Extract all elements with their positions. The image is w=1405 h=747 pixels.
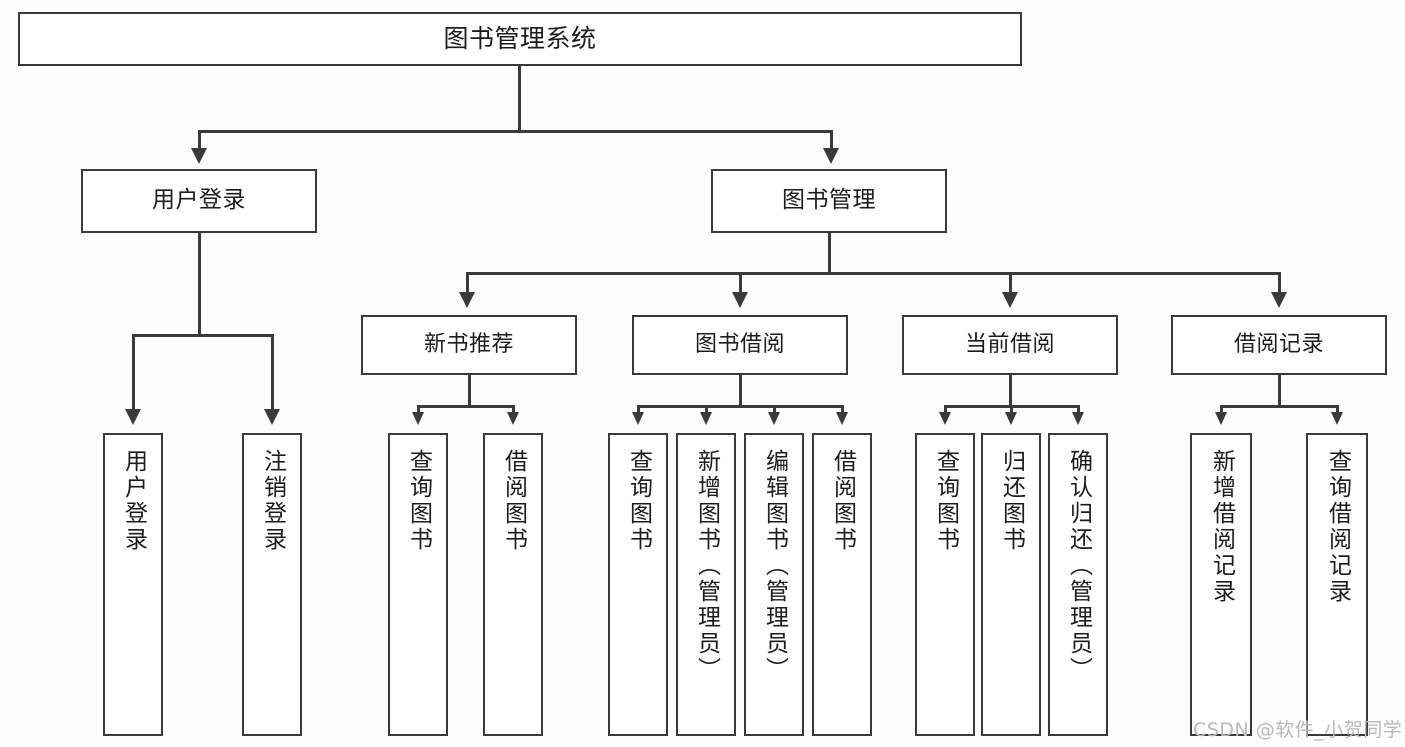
leaf-book-borrow-edit[interactable]: 编辑图书（管理员） [744,433,804,736]
connector-root-bus [198,130,832,133]
node-label: 当前借阅 [964,332,1055,358]
node-label: 新增图书（管理员） [693,449,720,683]
connector-current-borrow-drop-2 [1010,405,1013,413]
arrowhead-root-to-book-mgmt [823,148,839,164]
connector-root-stem [518,66,521,131]
connector-book-mgmt-drop-1 [466,272,469,293]
leaf-borrow-record-add[interactable]: 新增借阅记录 [1190,433,1252,736]
connector-borrow-record-drop-1 [1220,405,1223,413]
node-label: 图书借阅 [694,332,785,358]
arrowhead-book-borrow-child-3 [768,412,780,425]
arrowhead-current-borrow-child-1 [939,412,951,425]
node-label: 查询借阅记录 [1324,449,1351,605]
arrowhead-book-mgmt-child-2 [732,292,748,308]
connector-book-mgmt-stem [828,233,831,273]
node-user-login[interactable]: 用户登录 [81,169,317,233]
node-label: 借阅图书 [829,449,856,553]
leaf-book-borrow-query[interactable]: 查询图书 [608,433,668,736]
connector-root-to-book-mgmt [830,130,833,149]
connector-book-mgmt-bus [466,272,1280,275]
leaf-current-borrow-return[interactable]: 归还图书 [981,433,1041,736]
connector-new-book-stem [468,375,471,406]
node-label: 注销登录 [259,449,286,553]
connector-book-mgmt-drop-2 [739,272,742,293]
arrowhead-new-book-child-1 [412,412,424,425]
watermark-csdn: CSDN @软件_小贺同学 [1193,719,1403,741]
connector-borrow-record-stem [1278,375,1281,406]
arrowhead-book-borrow-child-2 [700,412,712,425]
connector-borrow-record-drop-2 [1336,405,1339,413]
connector-user-login-drop-1 [132,334,135,410]
arrowhead-book-mgmt-child-4 [1271,292,1287,308]
connector-book-borrow-drop-3 [773,405,776,413]
leaf-user-login-logout[interactable]: 注销登录 [242,433,302,736]
leaf-book-borrow-borrow[interactable]: 借阅图书 [812,433,872,736]
leaf-new-book-borrow[interactable]: 借阅图书 [483,433,543,736]
node-label: 查询图书 [932,449,959,553]
arrowhead-book-borrow-child-1 [632,412,644,425]
node-label: 用户登录 [152,187,246,214]
connector-book-borrow-drop-4 [841,405,844,413]
node-borrow-record[interactable]: 借阅记录 [1171,315,1387,375]
node-label: 图书管理系统 [443,24,597,54]
arrowhead-borrow-record-child-2 [1331,412,1343,425]
node-book-management[interactable]: 图书管理 [711,169,947,233]
arrowhead-borrow-record-child-1 [1215,412,1227,425]
connector-new-book-drop-1 [417,405,420,413]
node-label: 编辑图书（管理员） [761,449,788,683]
arrowhead-book-mgmt-child-1 [459,292,475,308]
connector-current-borrow-stem [1009,375,1012,406]
arrowhead-root-to-user-login [191,148,207,164]
node-label: 新增借阅记录 [1208,449,1235,605]
connector-book-borrow-stem [739,375,742,406]
leaf-current-borrow-confirm[interactable]: 确认归还（管理员） [1048,433,1108,736]
node-label: 归还图书 [998,449,1025,553]
connector-user-login-bus [133,334,273,337]
node-label: 确认归还（管理员） [1065,449,1092,683]
connector-root-to-user-login [198,130,201,149]
connector-book-mgmt-drop-4 [1278,272,1281,293]
node-book-borrow[interactable]: 图书借阅 [632,315,848,375]
leaf-new-book-query[interactable]: 查询图书 [388,433,448,736]
node-current-borrow[interactable]: 当前借阅 [902,315,1118,375]
node-label: 查询图书 [625,449,652,553]
connector-book-mgmt-drop-3 [1009,272,1012,293]
node-new-book-recommend[interactable]: 新书推荐 [361,315,577,375]
node-label: 借阅图书 [500,449,527,553]
arrowhead-current-borrow-child-2 [1005,412,1017,425]
leaf-user-login-login[interactable]: 用户登录 [103,433,163,736]
connector-user-login-drop-2 [271,334,274,410]
arrowhead-new-book-child-2 [507,412,519,425]
connector-current-borrow-drop-3 [1077,405,1080,413]
connector-borrow-record-bus [1220,405,1338,408]
connector-book-borrow-drop-1 [637,405,640,413]
arrowhead-book-mgmt-child-3 [1002,292,1018,308]
connector-current-borrow-drop-1 [944,405,947,413]
node-label: 用户登录 [120,449,147,553]
connector-new-book-drop-2 [512,405,515,413]
connector-book-borrow-drop-2 [705,405,708,413]
arrowhead-book-borrow-child-4 [836,412,848,425]
arrowhead-user-login-child-1 [125,409,141,425]
arrowhead-current-borrow-child-3 [1072,412,1084,425]
arrowhead-user-login-child-2 [264,409,280,425]
node-label: 查询图书 [405,449,432,553]
leaf-book-borrow-add[interactable]: 新增图书（管理员） [676,433,736,736]
connector-user-login-stem [198,233,201,335]
node-label: 借阅记录 [1233,332,1324,358]
connector-new-book-bus [417,405,515,408]
leaf-current-borrow-query[interactable]: 查询图书 [915,433,975,736]
connector-book-borrow-bus [637,405,843,408]
node-label: 图书管理 [782,187,876,214]
node-root-system[interactable]: 图书管理系统 [18,12,1022,66]
node-label: 新书推荐 [423,332,514,358]
leaf-borrow-record-query[interactable]: 查询借阅记录 [1306,433,1368,736]
